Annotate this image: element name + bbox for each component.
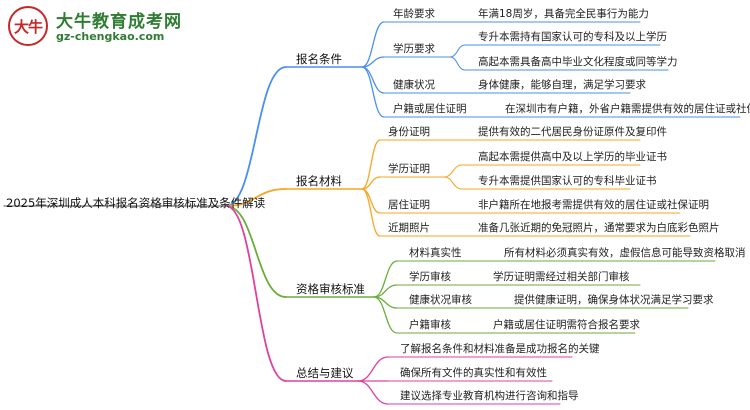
branch-detail: 户籍或居住证明需符合报名要求 (493, 319, 640, 331)
branch-label: 户籍或居住证明 (393, 103, 467, 115)
logo-mark: 大牛 (8, 6, 48, 46)
branch-label: 年龄要求 (393, 8, 435, 20)
section-title: 总结与建议 (296, 366, 354, 380)
branch-detail: 专升本需持有国家认可的专科及以上学历 (478, 31, 667, 43)
branch-label: 学历审核 (409, 271, 451, 283)
detail-connector (449, 44, 466, 58)
branch-label: 了解报名条件和材料准备是成功报名的关键 (400, 343, 600, 355)
root-connector (225, 188, 287, 207)
branch-label: 健康状况审核 (409, 294, 472, 306)
root-topic: 2025年深圳成人本科报名资格审核标准及条件解读 (6, 196, 266, 210)
branch-detail: 身体健康，能够自理，满足学习要求 (478, 79, 646, 91)
branch-label: 建议选择专业教育机构进行咨询和指导 (400, 390, 579, 402)
root-connector (225, 66, 287, 207)
branch-detail: 学历证明需经过相关部门审核 (493, 271, 630, 283)
section-title: 报名材料 (296, 174, 342, 188)
branch-detail: 提供有效的二代居民身份证原件及复印件 (478, 126, 667, 138)
branch-connector (361, 176, 381, 190)
branch-label: 材料真实性 (409, 247, 462, 259)
branch-detail: 在深圳市有户籍，外省户籍需提供有效的居住证或社保证明 (505, 103, 750, 115)
branch-connector (361, 66, 385, 118)
branch-label: 学历证明 (388, 163, 430, 175)
branch-detail: 专升本需提供国家认可的专科毕业证书 (478, 175, 657, 187)
logo-url: gz-chengkao.com (56, 30, 165, 43)
branch-detail: 提供健康证明，确保身体状况满足学习要求 (514, 294, 714, 306)
logo-title: 大牛教育成考网 (56, 12, 182, 32)
branch-label: 户籍审核 (409, 319, 451, 331)
branch-detail: 高起本需具备高中毕业文化程度或同等学力 (478, 56, 678, 68)
branch-label: 学历要求 (393, 43, 435, 55)
branch-label: 近期照片 (388, 222, 430, 234)
branch-detail: 所有材料必须真实有效，虚假信息可能导致资格取消 (504, 247, 746, 259)
branch-connector (373, 260, 398, 298)
section-title: 资格审核标准 (296, 282, 365, 296)
detail-connector (443, 164, 463, 178)
logo: 大牛 大牛教育成考网 gz-chengkao.com (4, 4, 194, 50)
branch-connector (357, 356, 389, 382)
detail-connector (449, 56, 466, 71)
branch-label: 确保所有文件的真实性和有效性 (400, 367, 547, 379)
section-title: 报名条件 (296, 52, 342, 66)
branch-detail: 准备几张近期的免冠照片，通常要求为白底彩色照片 (478, 222, 720, 234)
branch-connector (373, 296, 398, 334)
branch-detail: 非户籍所在地报考需提供有效的居住证或社保证明 (478, 199, 709, 211)
branch-label: 居住证明 (388, 199, 430, 211)
branch-detail: 年满18周岁，具备完全民事行为能力 (478, 8, 649, 20)
branch-connector (361, 21, 385, 68)
branch-connector (357, 380, 389, 405)
root-connector (225, 205, 287, 298)
detail-connector (443, 176, 463, 190)
branch-connector (361, 56, 385, 68)
root-connector (225, 205, 287, 382)
branch-connector (361, 139, 381, 190)
branch-detail: 高起本需提供高中及以上学历的毕业证书 (478, 151, 667, 163)
branch-label: 身份证明 (388, 126, 430, 138)
branch-connector (361, 188, 381, 237)
branch-label: 健康状况 (393, 79, 435, 91)
